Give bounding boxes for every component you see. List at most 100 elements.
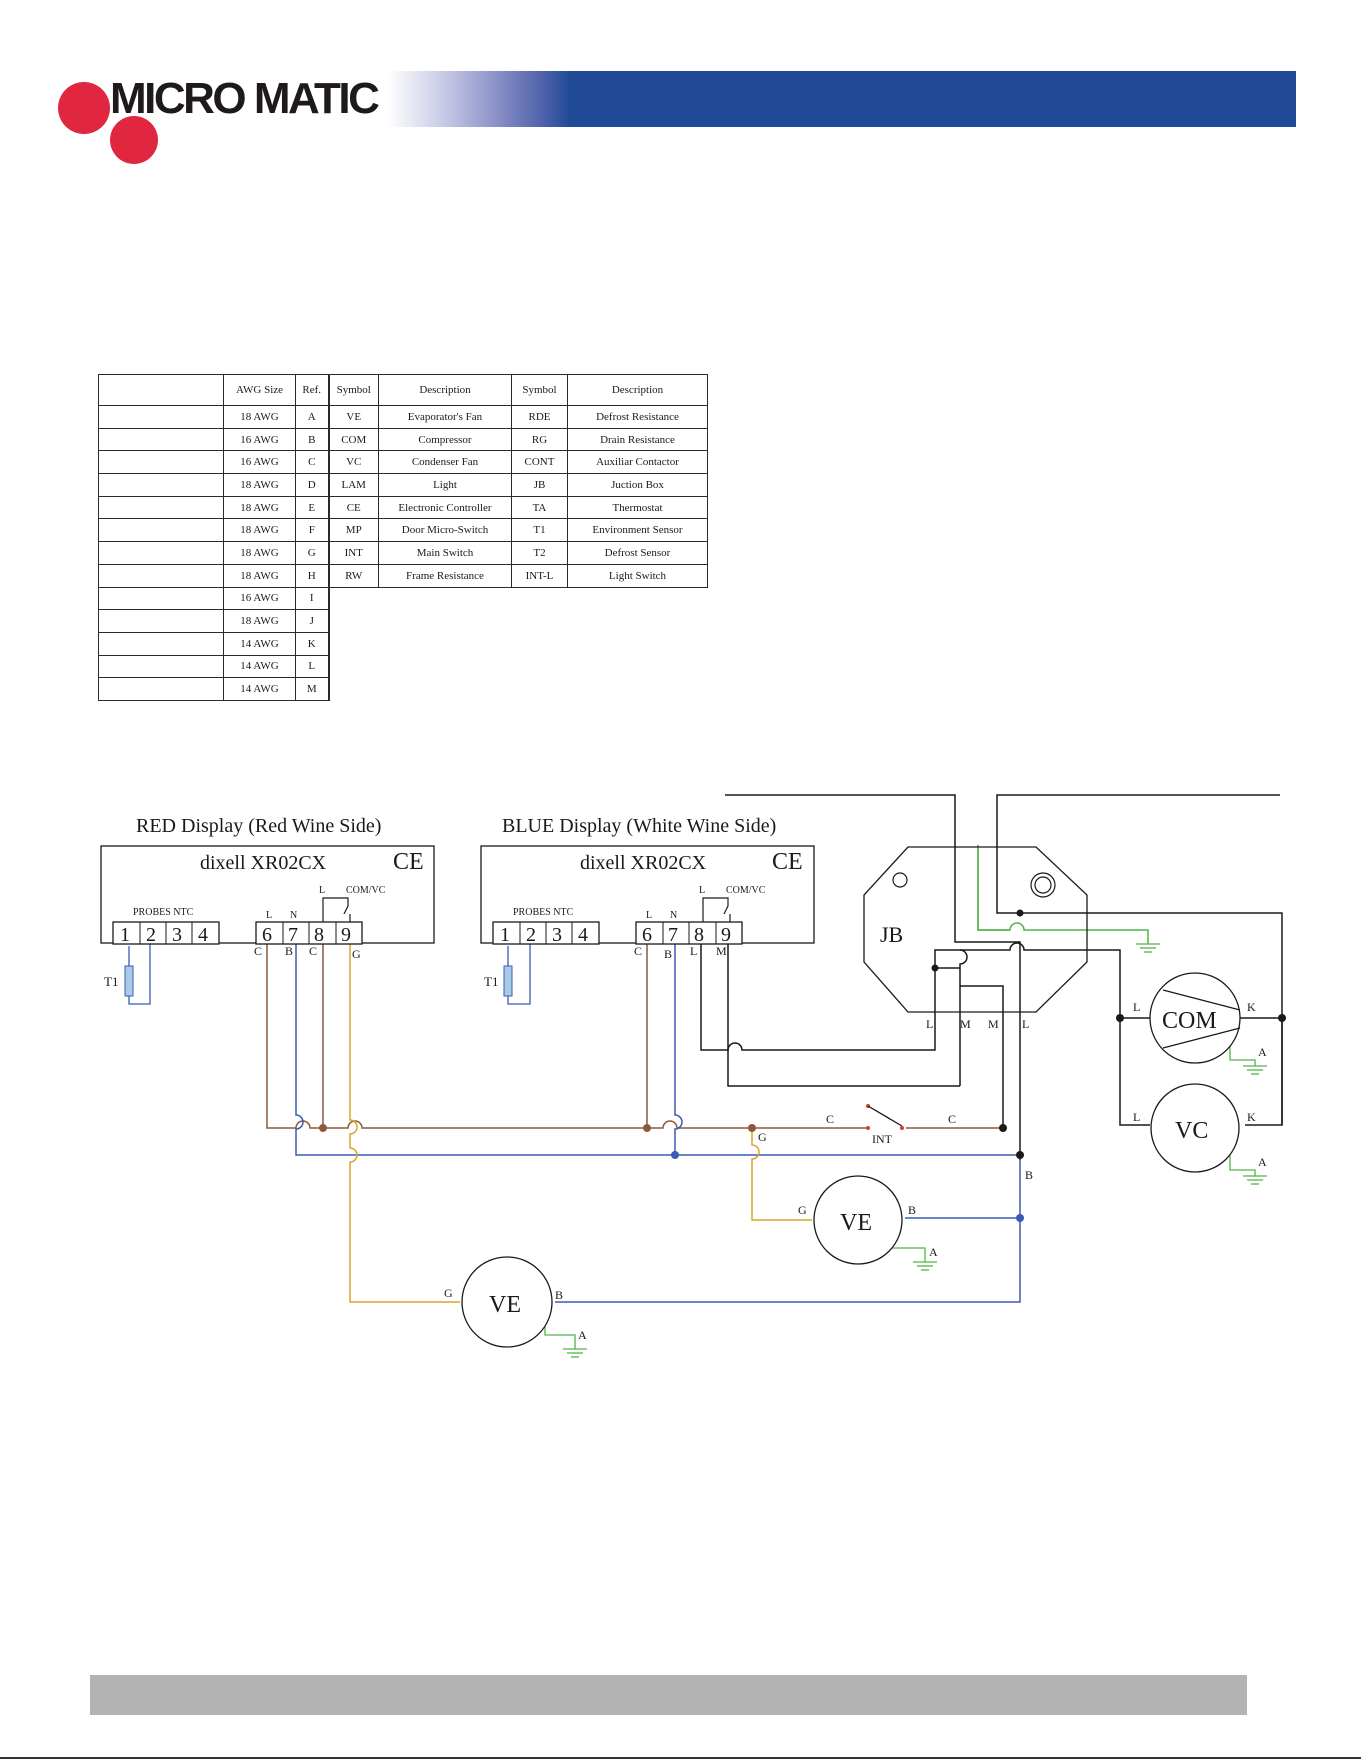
ref-cell: M (295, 677, 330, 701)
blue-bus-right (555, 1160, 1021, 1303)
blue-probe-4: 4 (578, 924, 588, 946)
symbol-cell-sym1: INT (328, 541, 379, 565)
symbol-cell-sym2: RDE (511, 405, 568, 429)
jb-bottom-m2: M (988, 1017, 999, 1031)
blue-term-label-n: N (670, 910, 677, 921)
blue-term-label-l: L (646, 910, 652, 921)
red-term-label-l: L (266, 910, 272, 921)
yellow-g-red (349, 938, 460, 1303)
switch-right-c: C (948, 1112, 956, 1126)
red-term-label-comvc: COM/VC (346, 885, 386, 896)
ve-upper-label: VE (840, 1210, 872, 1236)
symbol-cell-desc2: Environment Sensor (567, 518, 708, 543)
header-bar (388, 71, 1296, 127)
symbol-cell-sym1: COM (328, 427, 379, 452)
blue-display-title: BLUE Display (White Wine Side) (502, 815, 776, 837)
red-term-label-l2: L (319, 885, 325, 896)
ve-upper-right-label: B (908, 1203, 916, 1217)
blue-wire-l: L (690, 944, 697, 958)
red-display-title: RED Display (Red Wine Side) (136, 815, 381, 837)
junction-box (863, 846, 1088, 1013)
ref-cell: G (295, 541, 330, 565)
awg-cell: 18 AWG (223, 541, 296, 565)
int-switch-blade (867, 1105, 903, 1127)
gnd-vc-wire (1229, 1148, 1256, 1176)
blue-display-tag: CE (772, 849, 803, 875)
gnd-com-wire (1229, 1040, 1256, 1066)
ref-cell: K (295, 631, 330, 656)
red-wire-g: G (352, 947, 361, 961)
com-right-label: K (1247, 1000, 1256, 1014)
red-wire-c1: C (254, 944, 262, 958)
blue-relay-9: 9 (721, 924, 731, 946)
symbol-cell-sym1: LAM (328, 473, 379, 497)
int-switch-label: INT (872, 1132, 893, 1146)
red-t1-label: T1 (104, 974, 118, 989)
blue-relay-6: 6 (642, 924, 652, 946)
brand-name: MICRO MATIC (110, 74, 380, 123)
ve-lower-motor (461, 1256, 553, 1348)
jb-ground-wire (977, 845, 1010, 931)
micro-matic-logo (58, 82, 158, 164)
awg-cell: 14 AWG (223, 677, 296, 701)
symbol-cell-desc2: Drain Resistance (567, 427, 708, 452)
com-motor (1149, 972, 1241, 1064)
blue-term-label-comvc: COM/VC (726, 885, 766, 896)
blue-wire-c: C (634, 944, 642, 958)
g-branch-label: G (758, 1130, 767, 1144)
jb-bottom-l2: L (1022, 1017, 1029, 1031)
symbol-cell-desc1: Frame Resistance (378, 563, 512, 588)
blue-probes-label: PROBES NTC (513, 907, 574, 918)
com-vc-right-feed (1245, 1018, 1283, 1126)
blue-relay-7: 7 (668, 924, 678, 946)
ve-lower-left-label: G (444, 1286, 453, 1300)
ref-cell: J (295, 609, 330, 633)
red-term-label-n: N (290, 910, 297, 921)
symbol-cell-desc2: Thermostat (567, 495, 708, 520)
switch-right-black (960, 985, 1004, 1128)
vc-right-label: K (1247, 1110, 1256, 1124)
b-vertical-label: B (1025, 1168, 1033, 1182)
table-header-cell: Description (378, 374, 512, 406)
red-wire-b: B (285, 944, 293, 958)
ve-upper-ground-label: A (929, 1245, 938, 1259)
jb-internal-cross2 (935, 942, 1121, 1018)
blue-probe-2: 2 (526, 924, 536, 946)
table-header-cell: Symbol (511, 374, 568, 406)
main-line-1 (725, 794, 956, 878)
red-probes-label: PROBES NTC (133, 907, 194, 918)
symbol-cell-desc2: Defrost Resistance (567, 405, 708, 429)
table-header-cell (98, 374, 224, 406)
blue-wire-m: M (716, 944, 727, 958)
ve-lower-right-label: B (555, 1288, 563, 1302)
red-probe-2: 2 (146, 924, 156, 946)
symbol-cell-desc2: Light Switch (567, 563, 708, 588)
blue-probe-3: 3 (552, 924, 562, 946)
com-vc-left-feed (1119, 1018, 1150, 1126)
com-label: COM (1162, 1008, 1217, 1034)
jb-bottom-l1: L (926, 1017, 933, 1031)
awg-cell: 16 AWG (223, 450, 296, 475)
symbol-cell-desc1: Light (378, 473, 512, 497)
symbol-cell-sym2: T2 (511, 541, 568, 565)
symbol-cell-sym2: CONT (511, 450, 568, 475)
red-t1-sensor (124, 965, 134, 997)
red-relay-9: 9 (341, 924, 351, 946)
brown-bus (266, 938, 868, 1129)
awg-cell: 16 AWG (223, 586, 296, 611)
red-display-model: dixell XR02CX (200, 852, 327, 874)
blue-probe-1: 1 (500, 924, 510, 946)
blue-display-model: dixell XR02CX (580, 852, 707, 874)
awg-cell: 18 AWG (223, 518, 296, 543)
switch-left-c: C (826, 1112, 834, 1126)
